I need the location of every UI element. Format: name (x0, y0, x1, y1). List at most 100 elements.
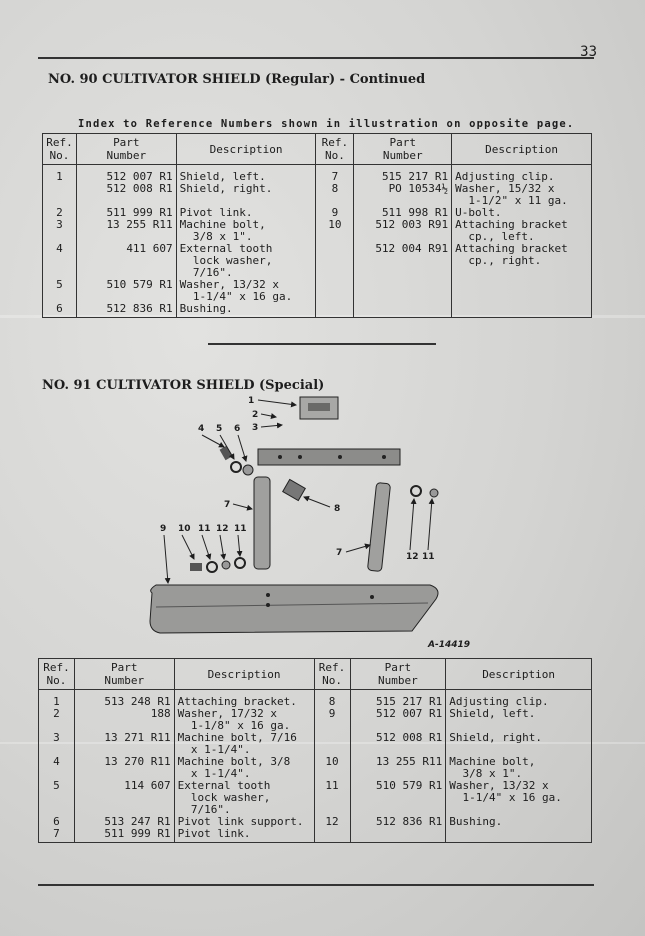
callout-label: 8 (334, 504, 340, 514)
part-header: Part Number (349, 658, 447, 690)
illustration-code: A-14419 (428, 640, 471, 650)
description-cell: Attaching bracket. (173, 689, 315, 708)
callout-label: 11 (198, 524, 211, 534)
part-header: Part Number (75, 133, 177, 165)
desc-header: Description (451, 133, 592, 165)
description-cell: Shield, right. (445, 732, 592, 756)
description-cell: Pivot link. (173, 828, 315, 843)
part-header: Part Number (353, 133, 453, 165)
ref-number-cell: 3 (38, 732, 75, 756)
ref-number-cell (315, 279, 355, 303)
description-cell: Adjusting clip. (445, 689, 592, 708)
description-cell: Machine bolt, 3/8 x 1". (175, 219, 317, 243)
callout-label: 6 (234, 424, 240, 434)
ref-number-cell (313, 732, 351, 756)
part-header: Part Number (73, 658, 175, 690)
top-rule (38, 57, 594, 59)
ref-number-cell: 7 (315, 164, 355, 183)
part-number-cell: 114 607 (73, 780, 175, 816)
callout-label: 11 (234, 524, 247, 534)
part-number-cell: 512 836 R1 (349, 816, 447, 828)
part-number-cell: 13 271 R11 (73, 732, 175, 756)
description-cell: Washer, 13/32 x 1-1/4" x 16 ga. (445, 780, 592, 816)
ref-number-cell: 10 (313, 756, 351, 780)
part-number-cell: 513 248 R1 (73, 689, 175, 708)
part-number-cell (353, 303, 453, 318)
ref-number-cell (313, 828, 351, 843)
section-91-title: NO. 91 CULTIVATOR SHIELD (Special) (42, 378, 325, 393)
ref-number-cell: 4 (38, 756, 75, 780)
pivot-link-right-part (367, 482, 391, 572)
description-cell: Machine bolt, 3/8 x 1-1/4". (173, 756, 315, 780)
part-number-cell: 511 998 R1 (353, 207, 453, 219)
ref-number-cell: 8 (315, 183, 355, 207)
bottom-rule (38, 884, 594, 886)
pivot-link-left-part (253, 476, 271, 570)
part-number-cell: 512 007 R1 (349, 708, 447, 732)
description-cell (451, 303, 592, 318)
ref-number-cell: 2 (42, 207, 77, 219)
part-number-cell (353, 279, 453, 303)
part-number-cell: 515 217 R1 (349, 689, 447, 708)
ref-header: Ref. No. (315, 133, 355, 165)
ref-number-cell (315, 303, 355, 318)
description-cell: Pivot link support. (173, 816, 315, 828)
ref-number-cell: 6 (42, 303, 77, 318)
ref-number-cell (315, 243, 355, 279)
shield-part (149, 584, 439, 634)
description-cell (445, 828, 592, 843)
description-cell: Bushing. (445, 816, 592, 828)
ref-number-cell: 5 (42, 279, 77, 303)
description-cell: Washer, 13/32 x 1-1/4" x 16 ga. (175, 279, 317, 303)
desc-header: Description (445, 658, 592, 690)
part-number-cell: 511 999 R1 (73, 828, 175, 843)
divider-rule (208, 343, 436, 345)
ref-number-cell: 11 (313, 780, 351, 816)
part-number-cell: 188 (73, 708, 175, 732)
description-cell (451, 279, 592, 303)
callout-label: 10 (178, 524, 191, 534)
part-number-cell (349, 828, 447, 843)
part-number-cell: 512 007 R1 (75, 164, 177, 183)
part-number-cell: 512 008 R1 (75, 183, 177, 207)
description-cell: Attaching bracket cp., left. (451, 219, 592, 243)
ref-number-cell (42, 183, 77, 207)
desc-header: Description (175, 133, 317, 165)
callout-label: 12 (406, 552, 419, 562)
callout-label: 7 (336, 548, 342, 558)
part-number-cell: 512 003 R91 (353, 219, 453, 243)
callout-label: 1 (248, 396, 254, 406)
callout-label: 7 (224, 500, 230, 510)
ref-header: Ref. No. (42, 133, 77, 165)
description-cell: Bushing. (175, 303, 317, 318)
description-cell: External tooth lock washer, 7/16". (175, 243, 317, 279)
description-cell: Machine bolt, 3/8 x 1". (445, 756, 592, 780)
ref-number-cell: 5 (38, 780, 75, 816)
part-number-cell: 13 255 R11 (349, 756, 447, 780)
description-cell: External tooth lock washer, 7/16". (173, 780, 315, 816)
part-number-cell: 510 579 R1 (349, 780, 447, 816)
pivot-link-support-part (257, 448, 401, 466)
section-90-title: NO. 90 CULTIVATOR SHIELD (Regular) - Con… (48, 72, 426, 87)
part-number-cell: 13 255 R11 (75, 219, 177, 243)
description-cell: U-bolt. (451, 207, 592, 219)
table-header-row: Ref. No. Part Number Description Ref. No… (42, 133, 592, 165)
index-note: Index to Reference Numbers shown in illu… (78, 118, 575, 130)
part-number-cell: 512 004 R91 (353, 243, 453, 279)
description-cell: Pivot link. (175, 207, 317, 219)
part-number-cell: 511 999 R1 (75, 207, 177, 219)
ref-number-cell: 4 (42, 243, 77, 279)
part-number-cell: PO 10534½ (353, 183, 453, 207)
callout-label: 5 (216, 424, 222, 434)
ref-header: Ref. No. (38, 658, 75, 690)
description-cell: Machine bolt, 7/16 x 1-1/4". (173, 732, 315, 756)
